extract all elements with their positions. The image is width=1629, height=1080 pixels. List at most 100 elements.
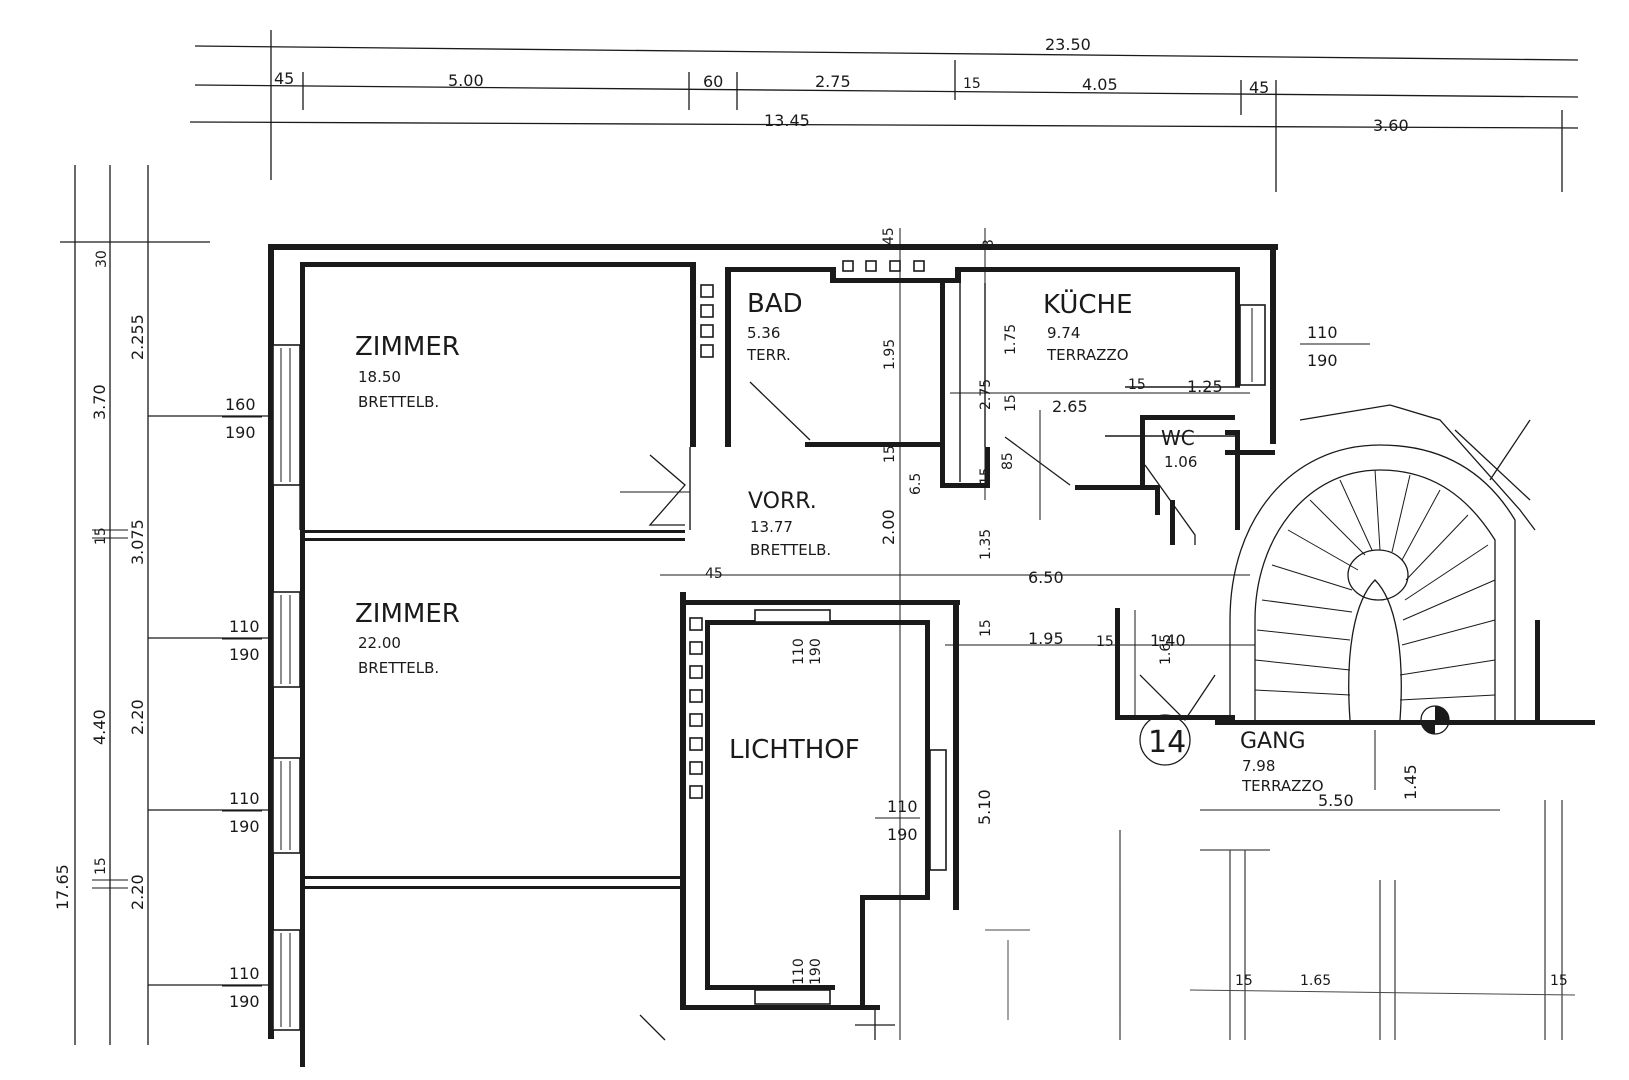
bottom-dim-165: 1.65: [1300, 973, 1331, 989]
vorr-floor: BRETTELB.: [750, 541, 831, 559]
dim-left-370: 3.70: [90, 384, 109, 420]
zimmer2-floor: BRETTELB.: [358, 659, 439, 677]
lichthof-window-labels: 110 190 110 190: [791, 638, 824, 985]
wc-name: WC: [1161, 426, 1195, 450]
dim-15d: 15: [882, 445, 898, 463]
zimmer1-area: 18.50: [358, 368, 401, 386]
bad-name: BAD: [747, 289, 803, 319]
dim-15a: 15: [1003, 394, 1019, 412]
lw1-height: 190: [808, 638, 824, 665]
dim-165: 1.65: [1158, 634, 1174, 665]
dim-265: 2.65: [1052, 397, 1088, 416]
win5-height: 190: [1307, 351, 1338, 370]
dim-left-15a: 15: [93, 527, 109, 545]
unit-number: 14: [1148, 725, 1186, 760]
vorr-name: VORR.: [748, 489, 817, 514]
dim-175: 1.75: [1003, 324, 1019, 355]
win4-height: 190: [229, 992, 260, 1011]
dim-left-30: 30: [94, 250, 110, 268]
bad-area: 5.36: [747, 324, 780, 342]
win4-width: 110: [229, 964, 260, 983]
lichthof-windows: [754, 609, 947, 1005]
dim-140: 1.40: [1150, 631, 1186, 650]
gang-name: GANG: [1240, 729, 1306, 754]
walls: [268, 244, 1595, 1067]
dim-left-220b: 2.20: [128, 874, 147, 910]
dim-left-220a: 2.20: [128, 699, 147, 735]
win2-width: 110: [229, 617, 260, 636]
kueche-area: 9.74: [1047, 324, 1080, 342]
bottom-dim-15b: 15: [1550, 973, 1568, 989]
dim-145: 1.45: [1401, 764, 1420, 800]
dim-15c: 15: [978, 467, 994, 485]
dim-510: 5.10: [975, 789, 994, 825]
dim-45: 45: [881, 227, 897, 245]
dim-3: 3: [981, 239, 997, 248]
zimmer1-name: ZIMMER: [355, 332, 460, 362]
dim-top-15: 15: [963, 76, 981, 92]
gang-area: 7.98: [1242, 757, 1275, 775]
lower-right-partial: [985, 800, 1576, 1040]
kueche-name: KÜCHE: [1043, 288, 1133, 320]
chimney-flues: [689, 260, 925, 799]
dim-15f: 15: [1096, 634, 1114, 650]
wc-area: 1.06: [1164, 453, 1197, 471]
dim-top-45a: 45: [274, 69, 294, 88]
dim-top-45b: 45: [1249, 78, 1269, 97]
dim-top-1345: 13.45: [764, 111, 810, 130]
dim-550: 5.50: [1318, 791, 1354, 810]
dim-195: 1.95: [882, 339, 898, 370]
dim-45b: 45: [705, 566, 723, 582]
dim-top-500: 5.00: [448, 71, 484, 90]
windows-left-wall: [272, 344, 301, 1031]
gang-floor: TERRAZZO: [1241, 777, 1324, 795]
zimmer2-name: ZIMMER: [355, 599, 460, 629]
dim-top-405: 4.05: [1082, 75, 1118, 94]
spiral-staircase: [1229, 404, 1536, 735]
win3-height: 190: [229, 817, 260, 836]
win3-width: 110: [229, 789, 260, 808]
zimmer1-floor: BRETTELB.: [358, 393, 439, 411]
lw3-width: 110: [791, 958, 807, 985]
dim-left-440: 4.40: [90, 709, 109, 745]
dim-135: 1.35: [978, 529, 994, 560]
top-dimension-lines: [189, 30, 1579, 192]
dim-left-2255: 2.255: [128, 314, 147, 360]
dim-top-360: 3.60: [1373, 116, 1409, 135]
window-labels-left: 160 190 110 190 110 190 110 190 110 190 …: [222, 323, 1370, 1011]
dim-top-60: 60: [703, 72, 723, 91]
dim-top-275: 2.75: [815, 72, 851, 91]
win5-width: 110: [1307, 323, 1338, 342]
dim-65: 6.5: [908, 473, 924, 495]
dim-650: 6.50: [1028, 568, 1064, 587]
dim-total-width: 23.50: [1045, 35, 1091, 54]
dim-125: 1.25: [1187, 377, 1223, 396]
lw3-height: 190: [808, 958, 824, 985]
dim-85: 85: [1000, 452, 1016, 470]
door-swings: [620, 381, 1216, 722]
dim-15b: 15: [1128, 377, 1146, 393]
win2-height: 190: [229, 645, 260, 664]
bottom-edge-lines: [639, 1010, 895, 1041]
bottom-dim-15a: 15: [1235, 973, 1253, 989]
bad-floor: TERR.: [746, 346, 791, 364]
dim-left-15b: 15: [93, 857, 109, 875]
dim-195b: 1.95: [1028, 629, 1064, 648]
dim-left-3075: 3.075: [128, 519, 147, 565]
dim-15e: 15: [978, 619, 994, 637]
win1-height: 190: [225, 423, 256, 442]
dim-200: 2.00: [879, 509, 898, 545]
kueche-floor: TERRAZZO: [1046, 346, 1129, 364]
interior-dimension-lines: [660, 228, 1500, 1040]
lichthof-name: LICHTHOF: [729, 735, 860, 765]
zimmer2-area: 22.00: [358, 634, 401, 652]
lw1-width: 110: [791, 638, 807, 665]
win1-width: 160: [225, 395, 256, 414]
unit-number-circle: [1139, 714, 1191, 766]
win6-width: 110: [887, 797, 918, 816]
dim-275: 2.75: [978, 379, 994, 410]
vorr-area: 13.77: [750, 518, 793, 536]
dim-total-height: 17.65: [53, 864, 72, 910]
win6-height: 190: [887, 825, 918, 844]
